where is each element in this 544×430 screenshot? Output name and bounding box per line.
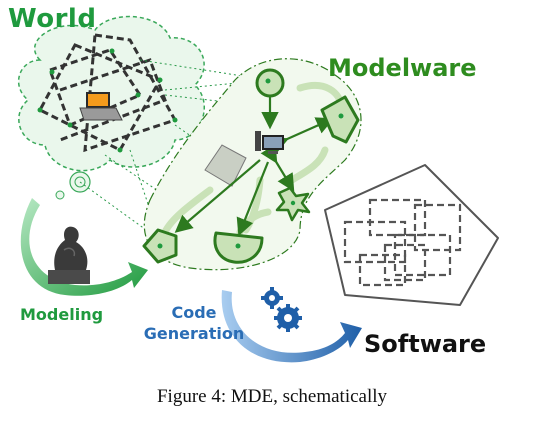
software-pentagon	[324, 164, 499, 306]
software-label: Software	[364, 330, 487, 358]
code-generation-arrow	[221, 290, 362, 363]
world-label: World	[8, 4, 97, 34]
code-generation-label-line2: Generation	[143, 324, 245, 343]
cloud-icon	[17, 15, 205, 172]
world-cloud	[17, 15, 205, 200]
modelware-label: Modelware	[328, 54, 477, 82]
code-generation-label: Code Generation	[134, 302, 254, 344]
thinker-statue-icon	[48, 226, 90, 284]
laptop-icon	[79, 92, 123, 121]
computer-icon	[255, 131, 284, 154]
modeling-arrow	[20, 198, 148, 296]
modeling-label: Modeling	[20, 305, 104, 324]
code-generation-label-line1: Code	[171, 303, 217, 322]
gears-icon	[261, 287, 302, 332]
figure-caption: Figure 4: MDE, schematically	[156, 386, 388, 407]
modelware-region	[142, 58, 362, 271]
